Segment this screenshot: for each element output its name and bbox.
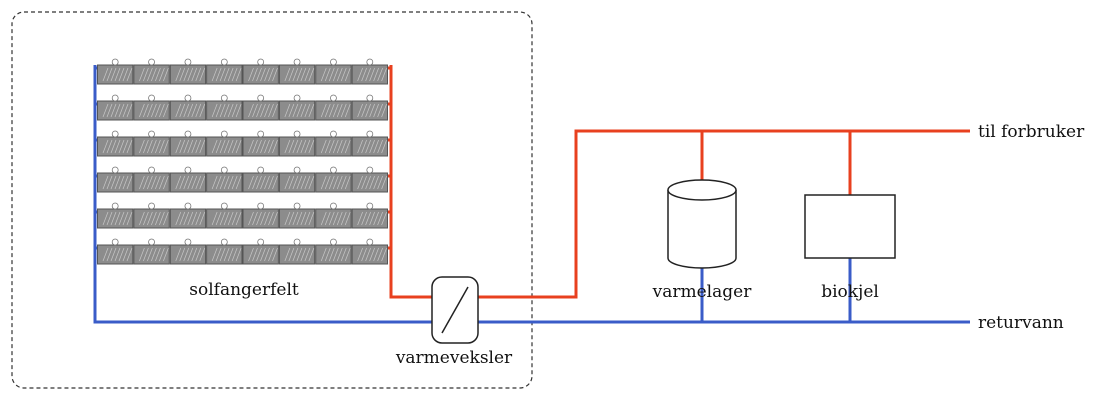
- collector-panel: [315, 166, 352, 193]
- collector-row: [95, 58, 391, 85]
- collector-panel: [351, 130, 388, 157]
- collector-panel: [242, 130, 279, 157]
- collector-panel: [206, 130, 243, 157]
- collector-panel: [351, 238, 388, 265]
- collector-row: [95, 130, 391, 157]
- collector-panel: [242, 58, 279, 85]
- collector-panel: [351, 94, 388, 121]
- collector-return-header: [93, 65, 432, 324]
- bio-boiler: [804, 194, 896, 259]
- collector-panel: [351, 58, 388, 85]
- collector-panel: [97, 58, 134, 85]
- collector-panel: [206, 238, 243, 265]
- collector-panel: [97, 130, 134, 157]
- collector-panel: [242, 166, 279, 193]
- collector-panel: [133, 94, 170, 121]
- collector-panel: [315, 58, 352, 85]
- collector-panel: [169, 130, 207, 157]
- supply-pipes: [389, 65, 970, 299]
- collector-panel: [242, 238, 279, 265]
- collector-panel: [278, 130, 316, 157]
- solar-collector-field: [95, 58, 391, 265]
- collector-panel: [97, 94, 134, 121]
- collector-panel: [133, 58, 170, 85]
- collector-panel: [133, 238, 170, 265]
- bio-boiler-label: biokjel: [821, 282, 879, 302]
- collector-panel: [169, 94, 207, 121]
- collector-panel: [169, 238, 207, 265]
- plant-boundary: [11, 11, 533, 389]
- collector-panel: [206, 166, 243, 193]
- collector-panel: [278, 202, 316, 229]
- collector-panel: [206, 202, 243, 229]
- collector-panel: [278, 238, 316, 265]
- collector-row: [95, 202, 391, 229]
- return-pipes: [93, 65, 970, 324]
- collector-panel: [278, 166, 316, 193]
- heat-storage-tank: [667, 179, 737, 269]
- collector-panel: [351, 166, 388, 193]
- collector-panel: [315, 94, 352, 121]
- collector-field-label: solfangerfelt: [189, 280, 299, 300]
- collector-panel: [278, 58, 316, 85]
- collector-panel: [97, 166, 134, 193]
- collector-panel: [169, 166, 207, 193]
- collector-panel: [97, 202, 134, 229]
- collector-panel: [242, 94, 279, 121]
- collector-row: [95, 166, 391, 193]
- collector-panel: [133, 130, 170, 157]
- collector-panel: [315, 238, 352, 265]
- collector-row: [95, 94, 391, 121]
- collector-panel: [315, 202, 352, 229]
- collector-panel: [242, 202, 279, 229]
- collector-panel: [169, 58, 207, 85]
- collector-row: [95, 238, 391, 265]
- heat-exchanger: [431, 276, 479, 344]
- collector-panel: [133, 166, 170, 193]
- to-consumer-label: til forbruker: [978, 122, 1085, 142]
- collector-panel: [206, 94, 243, 121]
- collector-panel: [169, 202, 207, 229]
- collector-panel: [278, 94, 316, 121]
- collector-panel: [97, 238, 134, 265]
- return-water-label: returvann: [978, 313, 1064, 333]
- collector-panel: [351, 202, 388, 229]
- heat-storage-label: varmelager: [652, 282, 753, 302]
- heat-exchanger-label: varmeveksler: [395, 348, 513, 368]
- collector-supply-header: [389, 65, 432, 299]
- supply-main-line: [478, 129, 970, 299]
- collector-panel: [206, 58, 243, 85]
- collector-panel: [315, 130, 352, 157]
- collector-panel: [133, 202, 170, 229]
